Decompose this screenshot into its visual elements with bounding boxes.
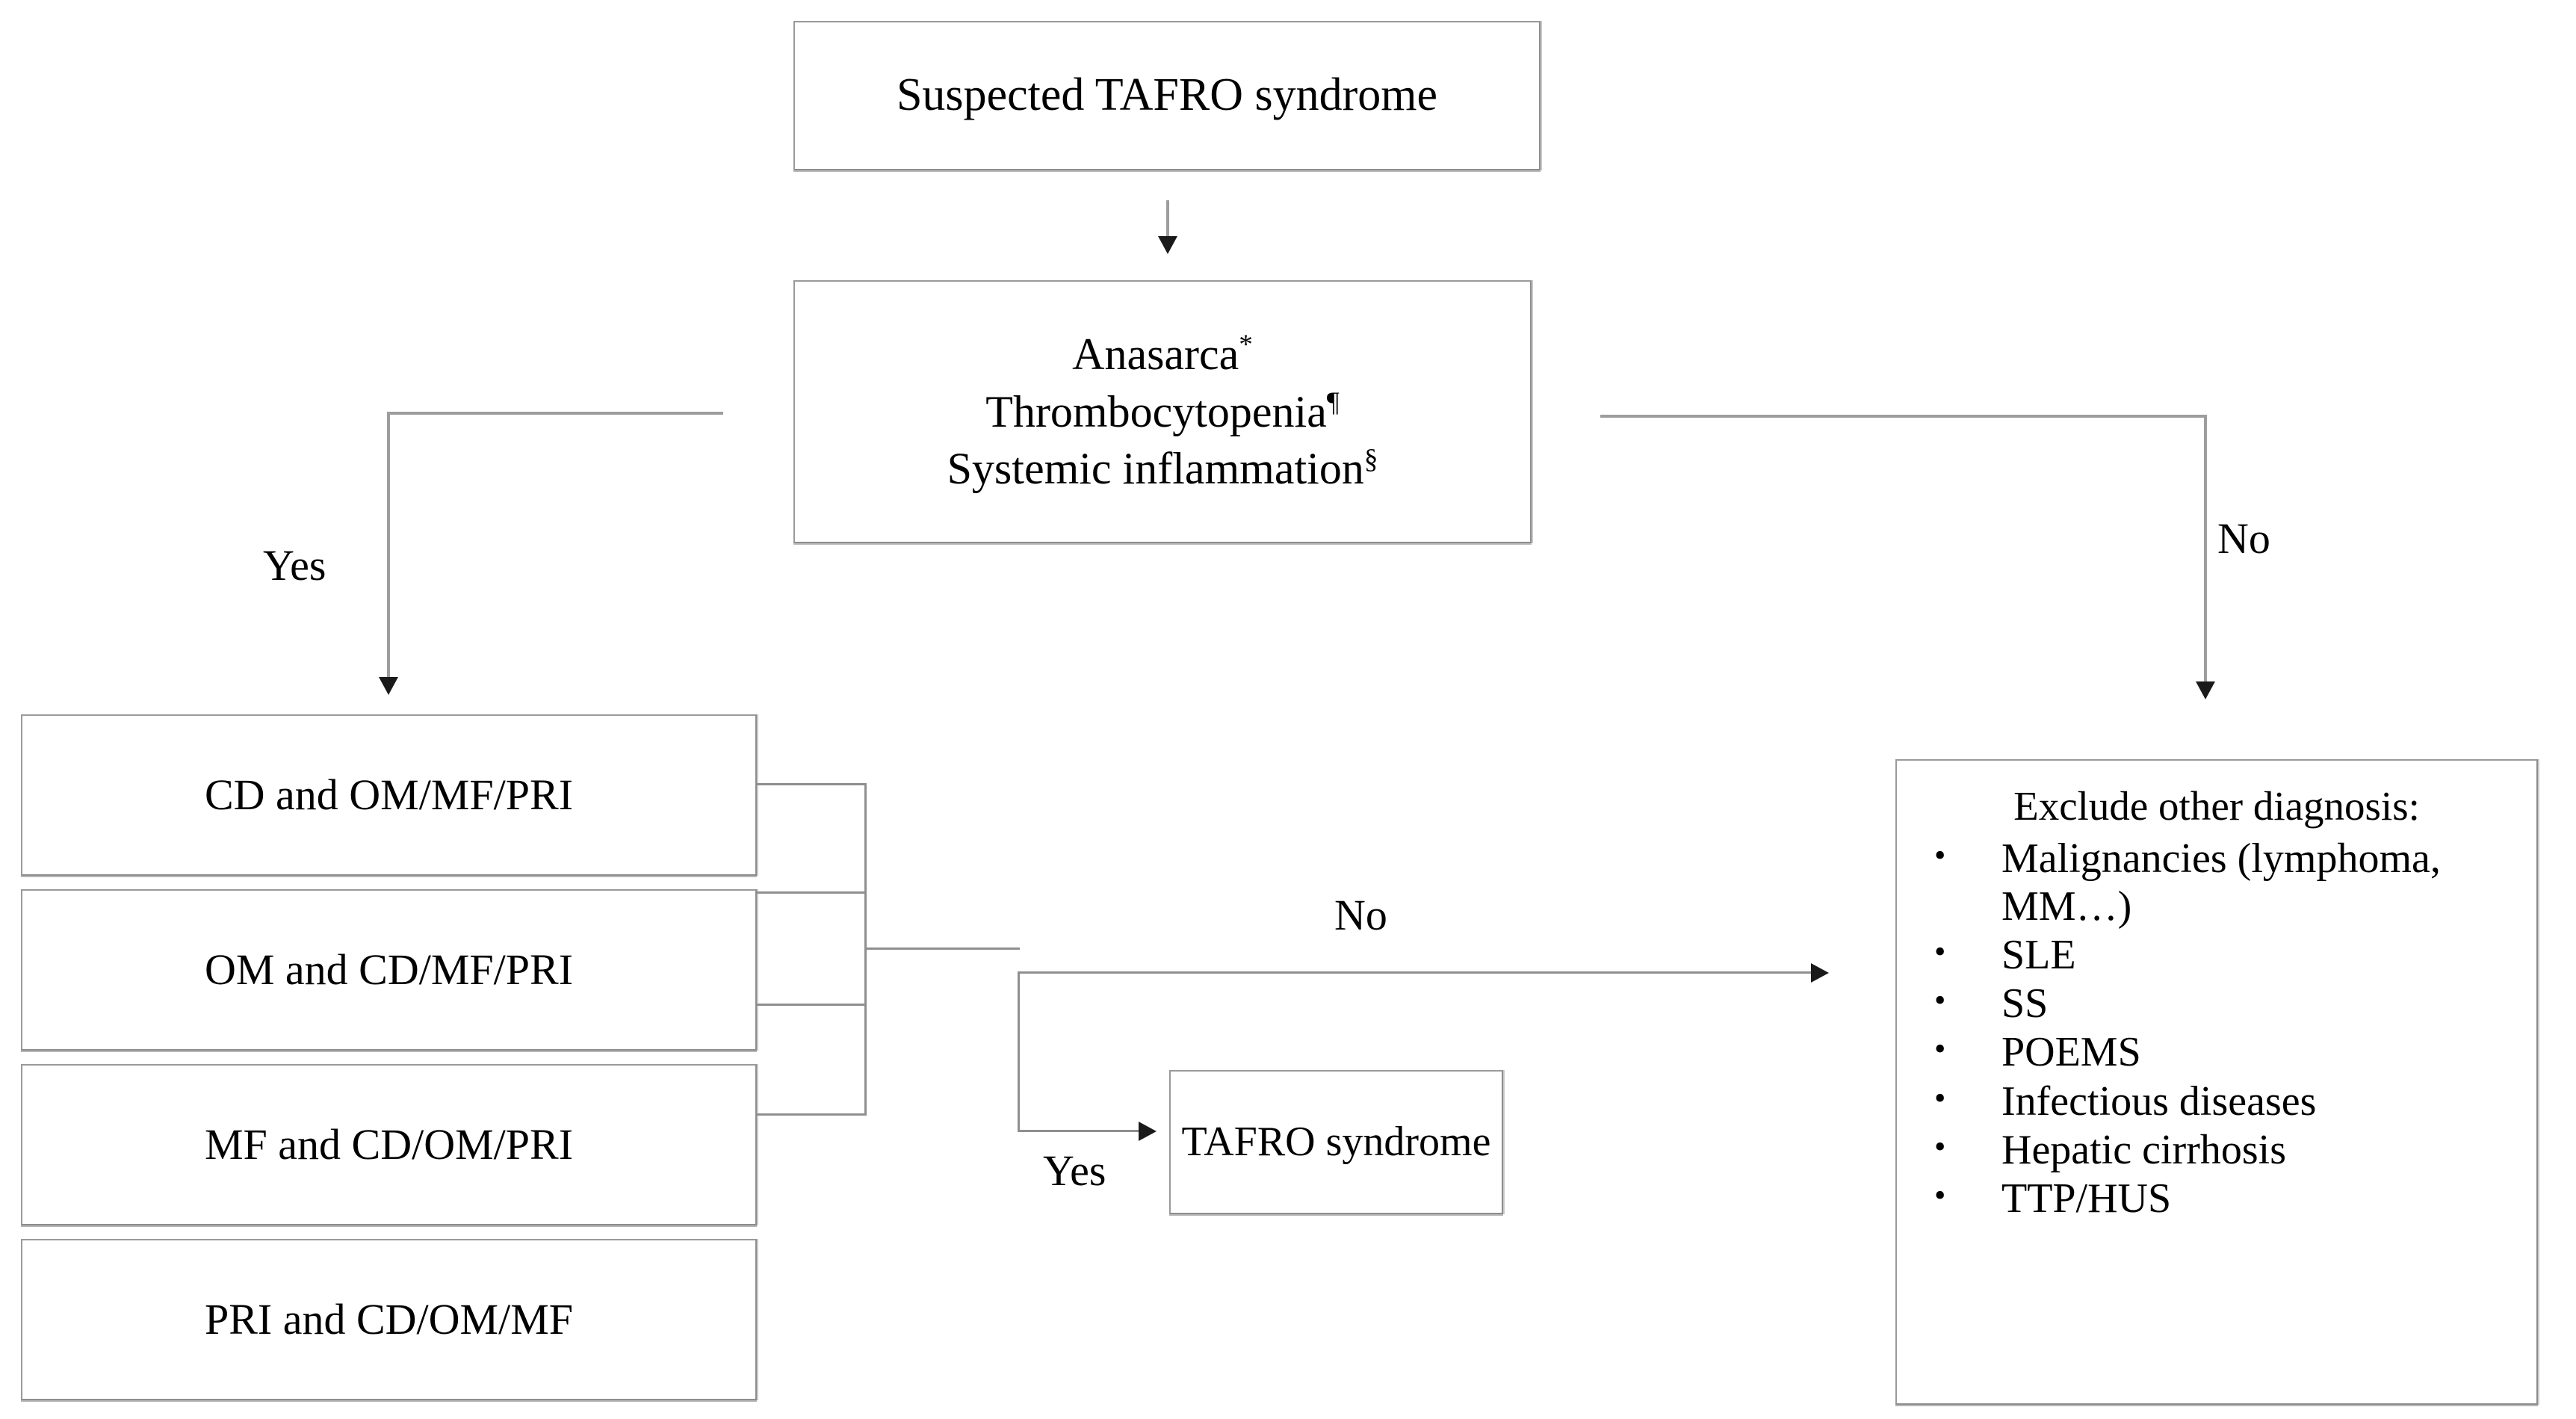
exclude-diagnosis-list: • Malignancies (lymphoma, MM…) • SLE • S…	[1897, 835, 2536, 1222]
exclude-item-label: TTP/HUS	[2001, 1175, 2172, 1222]
list-item: • SLE	[1930, 932, 2523, 979]
arrowhead-criteria-yes	[379, 677, 398, 695]
arrowhead-decision-no	[1811, 963, 1829, 983]
node-tafro-label: TAFRO syndrome	[1181, 1118, 1491, 1165]
arrowhead-suspected-to-criteria	[1158, 236, 1177, 254]
connector-criteria-yes-vertical	[387, 412, 390, 685]
criteria-marker-anasarca: *	[1239, 329, 1253, 360]
node-branch-pri-label: PRI and CD/OM/MF	[204, 1294, 574, 1344]
connector-branch-pri-stub	[757, 1113, 867, 1116]
bullet-icon: •	[1934, 933, 1946, 970]
connector-bracket-to-decision	[864, 947, 1020, 950]
exclude-item-label: POEMS	[2001, 1029, 2141, 1076]
exclude-item-label: Malignancies (lymphoma, MM…)	[2001, 835, 2441, 930]
exclude-item-label: Infectious diseases	[2001, 1078, 2317, 1125]
connector-branch-mf-stub	[757, 1004, 867, 1006]
criteria-text-anasarca: Anasarca	[1072, 329, 1239, 379]
connector-branch-cd-stub	[757, 783, 867, 785]
node-criteria-triad[interactable]: Anasarca* Thrombocytopenia¶ Systemic inf…	[793, 280, 1532, 543]
connector-decision-yes-horizontal	[1018, 1130, 1142, 1132]
bullet-icon: •	[1934, 1177, 1946, 1214]
bullet-icon: •	[1934, 1030, 1946, 1068]
connector-decision-no-horizontal	[1018, 971, 1817, 974]
node-branch-pri[interactable]: PRI and CD/OM/MF	[21, 1239, 757, 1400]
edge-label-no-mid: No	[1334, 891, 1387, 939]
list-item: • TTP/HUS	[1930, 1175, 2523, 1222]
node-branch-om-label: OM and CD/MF/PRI	[204, 945, 574, 994]
list-item: • Infectious diseases	[1930, 1078, 2523, 1125]
exclude-item-label: SS	[2001, 980, 2049, 1027]
criteria-line-thrombocytopenia: Thrombocytopenia¶	[985, 383, 1339, 441]
arrowhead-decision-yes	[1139, 1122, 1157, 1141]
list-item: • Malignancies (lymphoma, MM…)	[1930, 835, 2523, 930]
exclude-item-label: Hepatic cirrhosis	[2001, 1126, 2286, 1173]
node-branch-om[interactable]: OM and CD/MF/PRI	[21, 889, 757, 1051]
node-branch-cd[interactable]: CD and OM/MF/PRI	[21, 714, 757, 876]
criteria-line-anasarca: Anasarca*	[1072, 326, 1253, 383]
connector-decision-split-vertical	[1018, 971, 1020, 1132]
arrowhead-criteria-no	[2196, 681, 2215, 699]
bullet-icon: •	[1934, 1128, 1946, 1165]
list-item: • SS	[1930, 980, 2523, 1027]
node-branch-cd-label: CD and OM/MF/PRI	[204, 770, 574, 819]
node-suspected-label: Suspected TAFRO syndrome	[896, 69, 1438, 121]
edge-label-yes-left: Yes	[263, 541, 326, 590]
bullet-icon: •	[1934, 982, 1946, 1019]
connector-criteria-no-vertical	[2204, 415, 2207, 690]
connector-criteria-yes-horizontal	[387, 412, 723, 415]
criteria-text-systemic-inflammation: Systemic inflammation	[947, 444, 1364, 494]
list-item: • POEMS	[1930, 1029, 2523, 1076]
node-branch-mf[interactable]: MF and CD/OM/PRI	[21, 1064, 757, 1225]
bullet-icon: •	[1934, 1079, 1946, 1116]
node-tafro-syndrome-outcome[interactable]: TAFRO syndrome	[1169, 1070, 1503, 1214]
criteria-marker-thrombocytopenia: ¶	[1326, 386, 1340, 418]
node-suspected-tafro-syndrome[interactable]: Suspected TAFRO syndrome	[793, 21, 1541, 170]
criteria-line-systemic-inflammation: Systemic inflammation§	[947, 440, 1378, 498]
node-branch-mf-label: MF and CD/OM/PRI	[204, 1119, 574, 1169]
edge-label-no-right: No	[2217, 514, 2270, 563]
exclude-item-label: SLE	[2001, 931, 2076, 978]
connector-suspected-to-criteria	[1166, 200, 1169, 239]
connector-criteria-no-horizontal	[1600, 415, 2207, 418]
node-exclude-other-diagnosis[interactable]: Exclude other diagnosis: • Malignancies …	[1895, 759, 2538, 1405]
list-item: • Hepatic cirrhosis	[1930, 1127, 2523, 1174]
criteria-text-thrombocytopenia: Thrombocytopenia	[985, 386, 1327, 436]
exclude-panel-title: Exclude other diagnosis:	[2013, 783, 2420, 829]
criteria-marker-systemic-inflammation: §	[1363, 444, 1378, 475]
bullet-icon: •	[1934, 837, 1946, 874]
connector-branch-om-stub	[757, 891, 867, 894]
edge-label-yes-mid: Yes	[1043, 1146, 1106, 1195]
